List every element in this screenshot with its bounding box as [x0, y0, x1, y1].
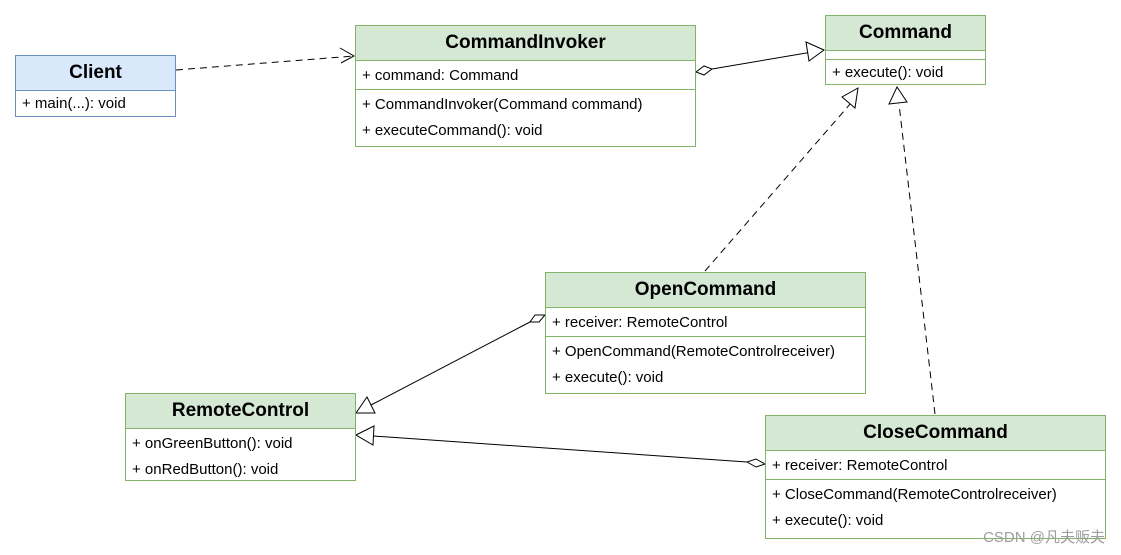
attribute: + command: Command — [362, 67, 519, 84]
class-remote-control-operations: + onGreenButton(): void + onRedButton():… — [126, 428, 355, 483]
operation: + main(...): void — [22, 95, 126, 112]
client-invoker-dependency — [175, 47, 356, 71]
class-open-command[interactable]: OpenCommand + receiver: RemoteControl + … — [545, 272, 866, 394]
open-remote-aggregation — [355, 314, 547, 414]
class-close-command-operations: + CloseCommand(RemoteControlreceiver) + … — [766, 479, 1105, 534]
watermark: CSDN @凡夫贩夫 — [983, 529, 1105, 546]
close-command-realization — [888, 85, 936, 415]
operation: + onGreenButton(): void — [132, 435, 293, 452]
class-client[interactable]: Client + main(...): void — [15, 55, 176, 117]
operation: + execute(): void — [772, 512, 884, 529]
class-command-operations: + execute(): void — [826, 59, 985, 86]
attribute: + receiver: RemoteControl — [552, 314, 728, 331]
operation: + execute(): void — [832, 64, 944, 81]
operation: + executeCommand(): void — [362, 122, 543, 139]
class-remote-control[interactable]: RemoteControl + onGreenButton(): void + … — [125, 393, 356, 481]
class-close-command[interactable]: CloseCommand + receiver: RemoteControl +… — [765, 415, 1106, 539]
class-command-invoker-name: CommandInvoker — [356, 26, 695, 60]
class-command-invoker-attributes: + command: Command — [356, 60, 695, 89]
class-command[interactable]: Command + execute(): void — [825, 15, 986, 85]
operation: + CloseCommand(RemoteControlreceiver) — [772, 486, 1057, 503]
class-open-command-operations: + OpenCommand(RemoteControlreceiver) + e… — [546, 336, 865, 391]
class-command-name: Command — [826, 16, 985, 50]
open-command-realization — [704, 87, 859, 272]
invoker-command-aggregation — [694, 41, 825, 76]
class-close-command-attributes: + receiver: RemoteControl — [766, 450, 1105, 479]
operation: + onRedButton(): void — [132, 461, 279, 478]
operation: + CommandInvoker(Command command) — [362, 96, 643, 113]
close-remote-aggregation — [354, 425, 767, 468]
class-open-command-name: OpenCommand — [546, 273, 865, 307]
class-remote-control-name: RemoteControl — [126, 394, 355, 428]
class-command-invoker-operations: + CommandInvoker(Command command) + exec… — [356, 89, 695, 144]
attribute: + receiver: RemoteControl — [772, 457, 948, 474]
class-command-invoker[interactable]: CommandInvoker + command: Command + Comm… — [355, 25, 696, 147]
class-command-attributes — [826, 50, 985, 59]
class-open-command-attributes: + receiver: RemoteControl — [546, 307, 865, 336]
operation: + OpenCommand(RemoteControlreceiver) — [552, 343, 836, 360]
class-client-name: Client — [16, 56, 175, 90]
operation: + execute(): void — [552, 369, 664, 386]
class-client-operations: + main(...): void — [16, 90, 175, 115]
class-close-command-name: CloseCommand — [766, 416, 1105, 450]
